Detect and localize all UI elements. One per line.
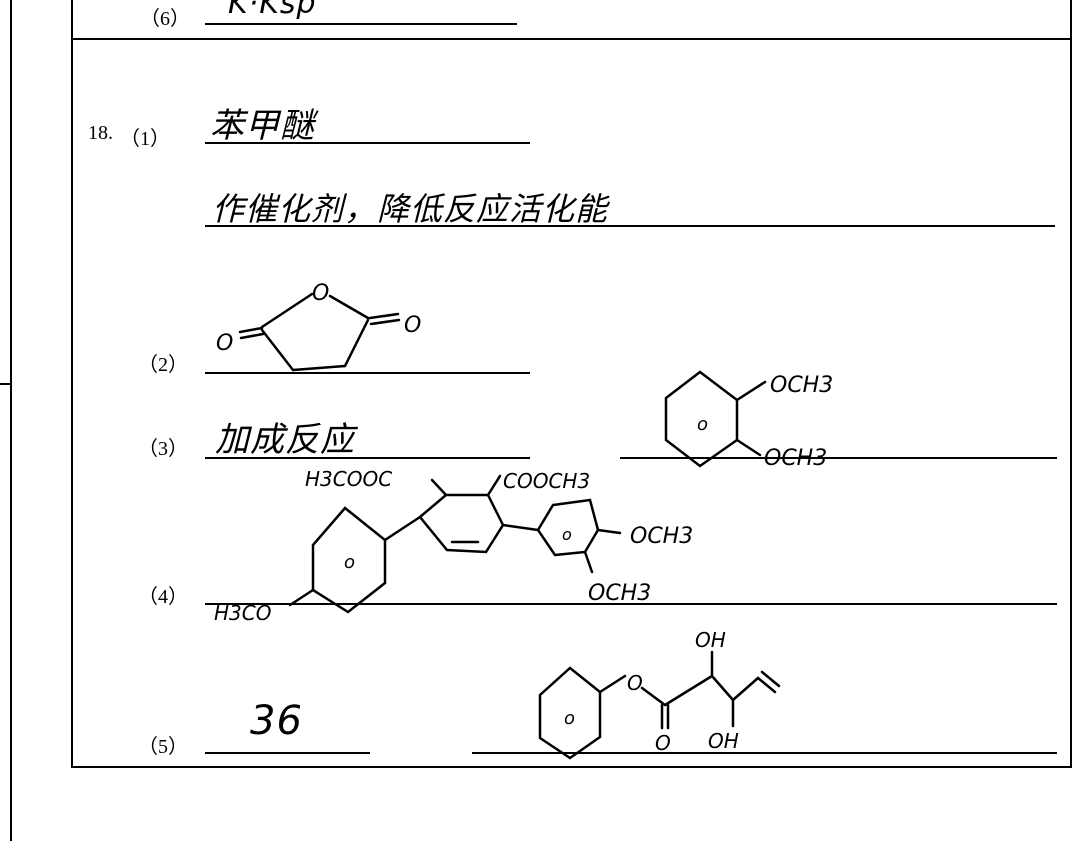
q18-item2-label: （2）	[138, 354, 188, 376]
ester-oxygen: O	[627, 671, 643, 695]
ester-group: COOCH3	[503, 469, 590, 493]
answer-line	[205, 23, 517, 25]
answer-line	[205, 372, 530, 374]
answer-line	[205, 457, 530, 459]
q18-item1-label: （1）	[120, 128, 170, 150]
product-structure-4: o o H3COOC COOCH3 OCH3 OCH3 H3CO	[214, 467, 693, 625]
answer-line	[205, 752, 370, 754]
ring-mark: o	[697, 414, 708, 435]
substituent-och3: OCH3	[764, 446, 827, 471]
q18-item3-answer: 加成反应	[215, 420, 355, 460]
substituent-och3: OCH3	[770, 373, 833, 398]
box-bottom-border	[71, 766, 1072, 768]
answer-line	[472, 752, 1057, 754]
box-left-border	[71, 0, 73, 768]
margin-tick	[0, 383, 11, 385]
box-divider	[71, 38, 1072, 40]
box-right-border	[1070, 0, 1072, 768]
q18-item1-answer: 苯甲醚	[210, 106, 315, 146]
page-margin-line	[10, 0, 12, 841]
q18-item4-label: （4）	[138, 586, 188, 608]
hydroxyl-group: OH	[708, 729, 739, 753]
dimethoxybenzene-structure: o OCH3 OCH3	[664, 370, 833, 471]
answer-line	[620, 457, 1057, 459]
q18-item1-answer2: 作催化剂，降低反应活化能	[212, 190, 609, 228]
answer-line	[205, 225, 1055, 227]
product-structure-5: o O O OH OH	[538, 628, 781, 760]
substituent-h3co: H3CO	[214, 601, 271, 625]
question-number: 18.	[88, 122, 113, 144]
answer-line	[205, 603, 1057, 605]
ring-mark: o	[564, 708, 575, 729]
substituent-och3: OCH3	[588, 581, 651, 606]
q17-item6-answer: K·Ksp	[228, 0, 317, 21]
atom-o-ring: O	[312, 281, 329, 306]
carbonyl-oxygen: O	[655, 731, 671, 755]
q17-item6-label: （6）	[140, 8, 190, 30]
substituent-och3: OCH3	[630, 524, 693, 549]
q18-item5-label: （5）	[138, 736, 188, 758]
ring-mark: o	[344, 552, 355, 573]
q18-item3-label: （3）	[138, 438, 188, 460]
ring-mark: o	[562, 525, 572, 544]
succinic-anhydride-structure: O O O	[216, 281, 421, 372]
q18-item5-answer: 36	[250, 698, 303, 744]
ester-group: H3COOC	[305, 467, 392, 491]
hydroxyl-group: OH	[695, 628, 726, 652]
answer-line	[205, 142, 530, 144]
atom-o-left: O	[216, 331, 233, 356]
atom-o-right: O	[404, 313, 421, 338]
